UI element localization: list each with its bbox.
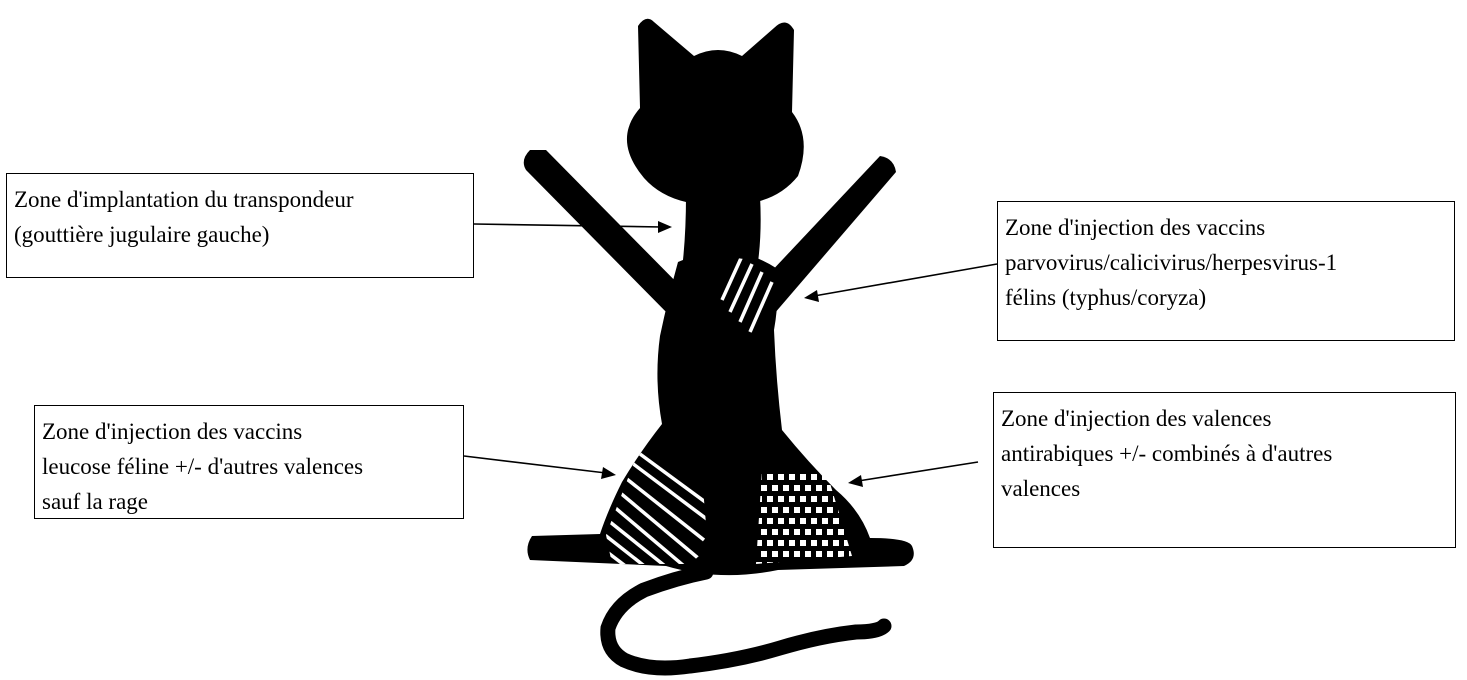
arrow-transponder bbox=[474, 221, 672, 233]
hip-dot bbox=[772, 551, 778, 557]
hip-dot bbox=[772, 485, 778, 491]
hip-dot bbox=[822, 496, 828, 502]
cat-silhouette bbox=[524, 19, 914, 668]
hip-dot bbox=[783, 529, 789, 535]
hip-dot bbox=[789, 496, 795, 502]
hip-dot bbox=[767, 518, 773, 524]
hip-dot bbox=[838, 485, 844, 491]
hip-dot bbox=[811, 518, 817, 524]
hip-dot bbox=[822, 474, 828, 480]
hip-dot bbox=[849, 485, 855, 491]
felv-label-line: sauf la rage bbox=[42, 484, 456, 519]
hip-dot bbox=[778, 496, 784, 502]
hip-dot bbox=[767, 474, 773, 480]
hip-dot bbox=[811, 496, 817, 502]
hip-dot bbox=[833, 540, 839, 546]
hip-dot bbox=[794, 507, 800, 513]
fvrcp-vaccine-zone-label: Zone d'injection des vaccins parvovirus/… bbox=[997, 201, 1455, 341]
hip-dot bbox=[761, 485, 767, 491]
hip-dot bbox=[822, 518, 828, 524]
hip-dot bbox=[833, 518, 839, 524]
hip-dot bbox=[800, 474, 806, 480]
hip-dot bbox=[811, 540, 817, 546]
hip-dot bbox=[816, 485, 822, 491]
hip-dot bbox=[794, 529, 800, 535]
hip-dot bbox=[805, 529, 811, 535]
hip-dot bbox=[789, 474, 795, 480]
cat-body bbox=[527, 252, 913, 575]
hip-dot bbox=[783, 485, 789, 491]
rabies-label-line: antirabiques +/- combinés à d'autres bbox=[1001, 436, 1448, 471]
hip-dot bbox=[800, 540, 806, 546]
hip-dot bbox=[816, 529, 822, 535]
fvrcp-label-line: félins (typhus/coryza) bbox=[1005, 280, 1447, 315]
hip-dot bbox=[789, 518, 795, 524]
hip-dot bbox=[794, 485, 800, 491]
transponder-zone-label: Zone d'implantation du transpondeur (gou… bbox=[6, 173, 474, 278]
rabies-label-line: valences bbox=[1001, 471, 1448, 506]
cat-tail bbox=[608, 572, 884, 668]
hip-dot bbox=[805, 551, 811, 557]
hip-dot bbox=[789, 540, 795, 546]
fvrcp-label-line: parvovirus/calicivirus/herpesvirus-1 bbox=[1005, 245, 1447, 280]
cat-head bbox=[627, 19, 804, 202]
hip-dot bbox=[772, 529, 778, 535]
hip-dot bbox=[772, 507, 778, 513]
hip-dot bbox=[800, 496, 806, 502]
hip-dot bbox=[833, 474, 839, 480]
hip-dot bbox=[778, 540, 784, 546]
rabies-vaccine-zone-label: Zone d'injection des valences antirabiqu… bbox=[993, 392, 1456, 548]
hip-dot bbox=[827, 529, 833, 535]
hip-dot bbox=[805, 507, 811, 513]
hip-dot bbox=[838, 551, 844, 557]
arrow-rabies bbox=[848, 462, 978, 487]
transponder-label-line: Zone d'implantation du transpondeur bbox=[14, 182, 466, 217]
hip-dot bbox=[783, 551, 789, 557]
felv-vaccine-zone-label: Zone d'injection des vaccins leucose fél… bbox=[34, 405, 464, 519]
rabies-label-line: Zone d'injection des valences bbox=[1001, 401, 1448, 436]
hip-dot bbox=[822, 540, 828, 546]
hip-dot bbox=[761, 551, 767, 557]
fvrcp-label-line: Zone d'injection des vaccins bbox=[1005, 210, 1447, 245]
arrow-felv bbox=[464, 456, 616, 479]
hip-dot bbox=[816, 507, 822, 513]
hip-dot bbox=[794, 551, 800, 557]
hip-dot bbox=[811, 474, 817, 480]
hip-dot bbox=[816, 551, 822, 557]
hip-dot bbox=[800, 518, 806, 524]
hip-dot bbox=[761, 529, 767, 535]
hip-dot bbox=[838, 529, 844, 535]
hip-dot bbox=[827, 551, 833, 557]
felv-label-line: leucose féline +/- d'autres valences bbox=[42, 449, 456, 484]
hip-dot bbox=[767, 496, 773, 502]
hip-dot bbox=[855, 496, 861, 502]
hip-dot bbox=[761, 507, 767, 513]
hip-dot bbox=[844, 474, 850, 480]
transponder-label-line: (gouttière jugulaire gauche) bbox=[14, 217, 466, 252]
felv-label-line: Zone d'injection des vaccins bbox=[42, 414, 456, 449]
arrow-fvrcp bbox=[804, 264, 997, 302]
hip-dot bbox=[778, 518, 784, 524]
hip-dot bbox=[805, 485, 811, 491]
hip-dot bbox=[783, 507, 789, 513]
hip-dot bbox=[767, 540, 773, 546]
hip-dot bbox=[778, 474, 784, 480]
hip-dot bbox=[827, 507, 833, 513]
